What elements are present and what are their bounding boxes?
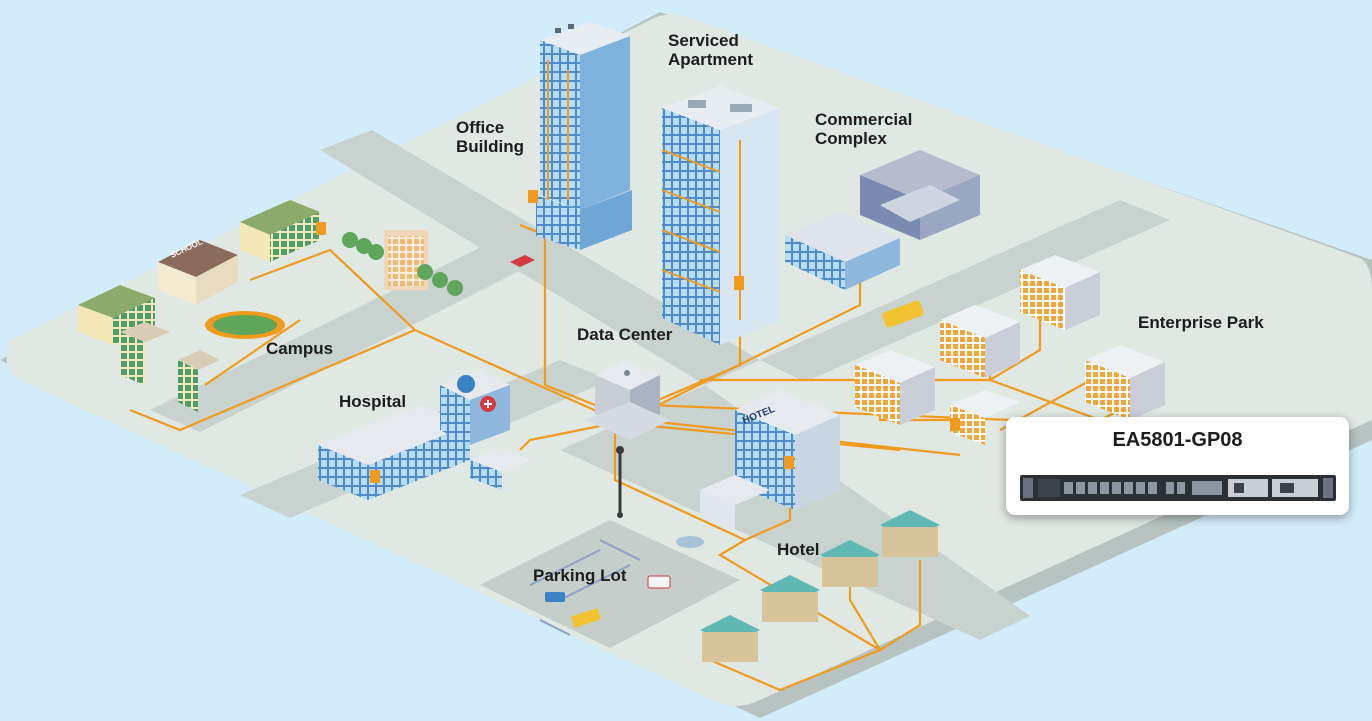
device-name: EA5801-GP08 bbox=[1112, 429, 1243, 451]
label-commercial-complex: Commercial Complex bbox=[815, 110, 912, 148]
label-commercial-complex-line1: Commercial bbox=[815, 110, 913, 129]
label-office-building-line2: Building bbox=[456, 137, 524, 156]
hotel bbox=[676, 390, 840, 548]
campus bbox=[78, 200, 463, 412]
label-campus: Campus bbox=[266, 339, 334, 358]
label-serviced-apartment-line2: Apartment bbox=[668, 50, 754, 69]
label-hotel: Hotel bbox=[777, 540, 820, 559]
label-office-building-line1: Office bbox=[456, 118, 505, 137]
street-lamp bbox=[616, 446, 624, 518]
data-center-building bbox=[585, 360, 670, 440]
onu-icons bbox=[316, 190, 960, 483]
vehicles bbox=[510, 255, 924, 628]
hospital bbox=[318, 370, 532, 500]
roads bbox=[150, 130, 1170, 640]
label-data-center: Data Center bbox=[577, 325, 673, 344]
enterprise-park bbox=[855, 255, 1165, 445]
office-building bbox=[536, 22, 632, 250]
serviced-apartment bbox=[661, 86, 780, 345]
label-enterprise-park: Enterprise Park bbox=[1138, 313, 1264, 332]
label-serviced-apartment: Serviced Apartment bbox=[668, 31, 753, 69]
label-hospital: Hospital bbox=[339, 392, 407, 411]
commercial-complex bbox=[785, 150, 980, 290]
olt-chassis-image bbox=[1020, 475, 1336, 501]
villas bbox=[700, 510, 940, 662]
label-serviced-apartment-line1: Serviced bbox=[668, 31, 739, 50]
label-office-building: Office Building bbox=[456, 118, 524, 156]
parking-lot-pad bbox=[480, 520, 740, 648]
label-parking-lot: Parking Lot bbox=[533, 566, 627, 585]
label-commercial-complex-line2: Complex bbox=[815, 129, 887, 148]
device-callout-card: EA5801-GP08 bbox=[1006, 417, 1349, 515]
